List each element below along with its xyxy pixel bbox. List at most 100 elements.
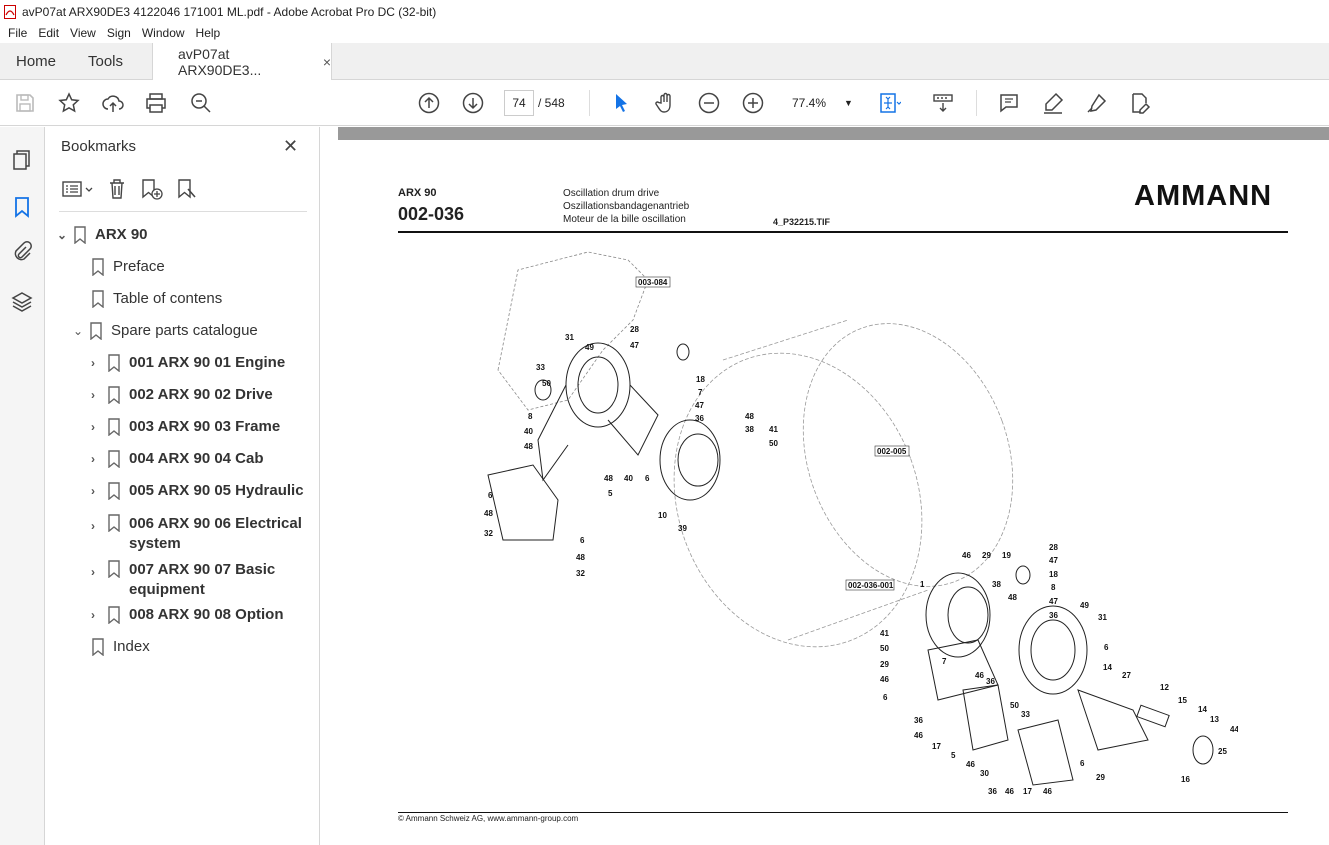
bookmark-spare-parts[interactable]: ⌄ Spare parts catalogue — [73, 322, 258, 340]
bookmark-002[interactable]: › 002 ARX 90 02 Drive — [91, 386, 273, 404]
comment-icon[interactable] — [996, 90, 1022, 116]
edit-pdf-icon[interactable] — [1127, 90, 1153, 116]
bookmark-flag-icon — [108, 560, 120, 578]
part-number: 40 — [624, 474, 633, 483]
zoom-level-select[interactable]: 77.4% ▼ — [786, 90, 856, 116]
page-number-input[interactable]: 74 — [504, 90, 534, 116]
bookmark-008[interactable]: › 008 ARX 90 08 Option — [91, 606, 284, 624]
part-number: 48 — [524, 442, 533, 451]
part-number: 46 — [880, 675, 889, 684]
bookmark-flag-icon — [108, 482, 120, 500]
bookmark-index[interactable]: Index — [91, 638, 150, 656]
hand-tool-icon[interactable] — [652, 90, 678, 116]
bookmark-flag-icon — [108, 450, 120, 468]
menu-view[interactable]: View — [70, 26, 96, 40]
toolbar-divider-2 — [976, 90, 977, 116]
part-number: 33 — [1021, 710, 1030, 719]
chevron-down-icon: ▼ — [844, 98, 853, 108]
bookmark-006[interactable]: › 006 ARX 90 06 Electrical system — [91, 514, 313, 554]
part-number: 47 — [1049, 597, 1058, 606]
close-panel-button[interactable]: ✕ — [283, 136, 299, 156]
layers-icon[interactable] — [10, 290, 34, 314]
menu-edit[interactable]: Edit — [38, 26, 60, 40]
bookmark-001[interactable]: › 001 ARX 90 01 Engine — [91, 354, 285, 372]
bookmark-label: Index — [113, 638, 150, 655]
tab-tools[interactable]: Tools — [88, 53, 124, 70]
chevron-down-icon[interactable]: ⌄ — [73, 324, 84, 338]
document-viewer[interactable]: ARX 90 002-036 Oscillation drum drive Os… — [320, 127, 1329, 845]
chevron-right-icon[interactable]: › — [91, 388, 95, 402]
tab-home[interactable]: Home — [16, 53, 57, 70]
bookmark-toc[interactable]: Table of contens — [91, 290, 222, 308]
chevron-right-icon[interactable]: › — [91, 608, 95, 622]
part-number: 29 — [1096, 773, 1105, 782]
menu-help[interactable]: Help — [195, 26, 221, 40]
chevron-right-icon[interactable]: › — [91, 452, 95, 466]
page-thumbnails-icon[interactable] — [10, 148, 34, 172]
bookmark-003[interactable]: › 003 ARX 90 03 Frame — [91, 418, 280, 436]
delete-bookmark-icon[interactable] — [105, 177, 129, 203]
part-number: 50 — [880, 644, 889, 653]
bookmark-flag-icon — [90, 322, 102, 340]
bookmark-search-icon[interactable] — [175, 177, 201, 203]
zoom-out-icon[interactable] — [696, 90, 722, 116]
bookmarks-icon[interactable] — [10, 195, 34, 219]
tab-close-button[interactable]: × — [322, 54, 331, 70]
tab-document[interactable]: avP07at ARX90DE3... × — [152, 43, 332, 81]
upload-icon[interactable] — [100, 90, 126, 116]
page-description: Oscillation drum drive Oszillationsbanda… — [563, 187, 689, 226]
ammann-logo: AMMANN — [1134, 180, 1273, 212]
chevron-right-icon[interactable]: › — [91, 420, 95, 434]
chevron-right-icon[interactable]: › — [91, 565, 95, 579]
save-icon[interactable] — [12, 90, 38, 116]
new-bookmark-icon[interactable] — [139, 177, 165, 203]
bookmark-004[interactable]: › 004 ARX 90 04 Cab — [91, 450, 264, 468]
bookmark-options-icon[interactable] — [61, 177, 95, 203]
next-page-icon[interactable] — [460, 90, 486, 116]
left-rail — [0, 127, 45, 845]
page-tif: 4_P32215.TIF — [773, 217, 831, 227]
toolbar-divider — [589, 90, 590, 116]
page-gutter — [338, 127, 1329, 140]
bookmark-preface[interactable]: Preface — [91, 258, 165, 276]
attachments-icon[interactable] — [10, 240, 34, 264]
exploded-parts-diagram: 003-084 002-005 002-036-001 28 47 31 49 … — [484, 251, 1238, 796]
part-number: 46 — [966, 760, 975, 769]
fit-page-icon[interactable] — [876, 90, 902, 116]
menu-sign[interactable]: Sign — [106, 26, 131, 40]
part-number: 18 — [1049, 570, 1058, 579]
draw-sign-icon[interactable] — [1084, 90, 1110, 116]
part-number: 13 — [1210, 715, 1219, 724]
part-number: 47 — [1049, 556, 1058, 565]
star-icon[interactable] — [56, 90, 82, 116]
chevron-down-icon[interactable]: ⌄ — [57, 228, 68, 242]
part-number: 8 — [528, 412, 533, 421]
print-icon[interactable] — [143, 90, 169, 116]
chevron-right-icon[interactable]: › — [91, 484, 95, 498]
highlight-pen-icon[interactable] — [1040, 90, 1066, 116]
bookmark-arx90[interactable]: ⌄ ARX 90 — [57, 226, 148, 244]
bookmarks-panel: Bookmarks ✕ ⌄ ARX 90 Preface Table of co… — [45, 127, 320, 845]
menu-window[interactable]: Window — [141, 26, 185, 40]
select-cursor-icon[interactable] — [608, 90, 634, 116]
part-number: 39 — [678, 524, 687, 533]
bookmark-007[interactable]: › 007 ARX 90 07 Basic equipment — [91, 560, 313, 600]
zoom-in-icon[interactable] — [740, 90, 766, 116]
chevron-right-icon[interactable]: › — [91, 519, 95, 533]
part-number: 36 — [695, 414, 704, 423]
part-number: 18 — [696, 375, 705, 384]
bookmark-label: 007 ARX 90 07 Basic equipment — [129, 561, 276, 598]
menu-file[interactable]: File — [8, 26, 28, 40]
chevron-right-icon[interactable]: › — [91, 356, 95, 370]
bookmark-flag-icon — [108, 514, 120, 532]
part-number: 17 — [932, 742, 941, 751]
zoom-search-icon[interactable] — [188, 90, 214, 116]
bookmark-005[interactable]: › 005 ARX 90 05 Hydraulic — [91, 482, 304, 500]
previous-page-icon[interactable] — [416, 90, 442, 116]
zoom-level-value: 77.4% — [792, 96, 827, 110]
part-number: 16 — [1181, 775, 1190, 784]
page-code: 002-036 — [398, 204, 465, 224]
part-number: 8 — [1051, 583, 1056, 592]
scroll-mode-icon[interactable] — [930, 90, 956, 116]
part-number: 14 — [1103, 663, 1112, 672]
